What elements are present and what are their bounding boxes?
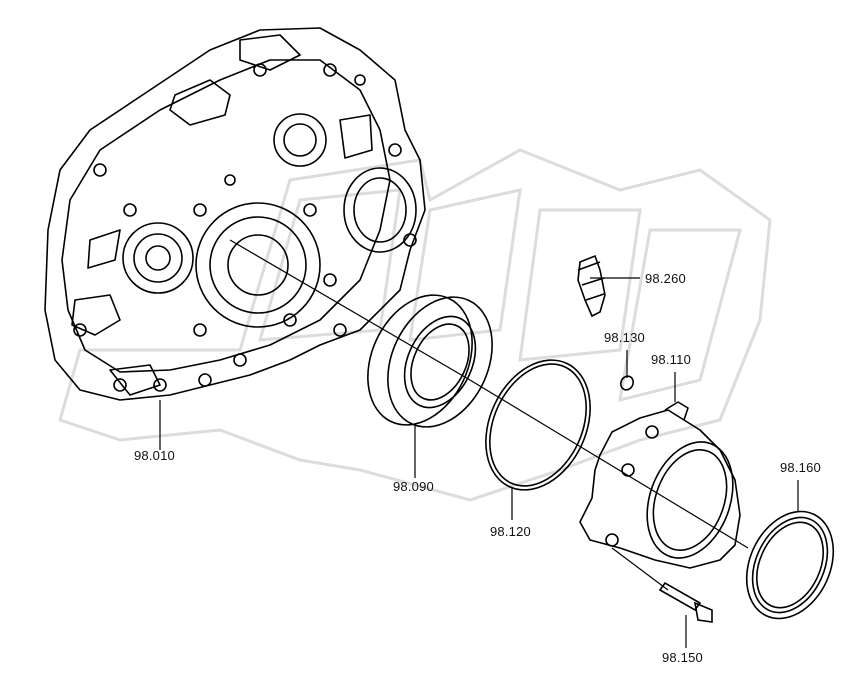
transmission-housing[interactable] bbox=[44, 27, 426, 401]
label-98-160[interactable]: 98.160 bbox=[780, 460, 821, 475]
label-98-130[interactable]: 98.130 bbox=[604, 330, 645, 345]
label-98-260[interactable]: 98.260 bbox=[645, 271, 686, 286]
label-98-010[interactable]: 98.010 bbox=[134, 448, 175, 463]
output-cover[interactable] bbox=[579, 401, 748, 570]
watermark-logo bbox=[58, 148, 772, 502]
bearing[interactable] bbox=[348, 278, 512, 444]
bolt[interactable] bbox=[658, 581, 713, 623]
label-98-090[interactable]: 98.090 bbox=[393, 479, 434, 494]
label-98-110[interactable]: 98.110 bbox=[651, 352, 691, 367]
o-ring[interactable] bbox=[466, 343, 610, 507]
leader-lines bbox=[159, 239, 799, 648]
label-98-150[interactable]: 98.150 bbox=[662, 650, 703, 665]
small-ring[interactable] bbox=[619, 374, 636, 392]
speed-sensor[interactable] bbox=[577, 254, 606, 318]
label-98-120[interactable]: 98.120 bbox=[490, 524, 531, 539]
shaft-seal[interactable] bbox=[730, 497, 850, 632]
